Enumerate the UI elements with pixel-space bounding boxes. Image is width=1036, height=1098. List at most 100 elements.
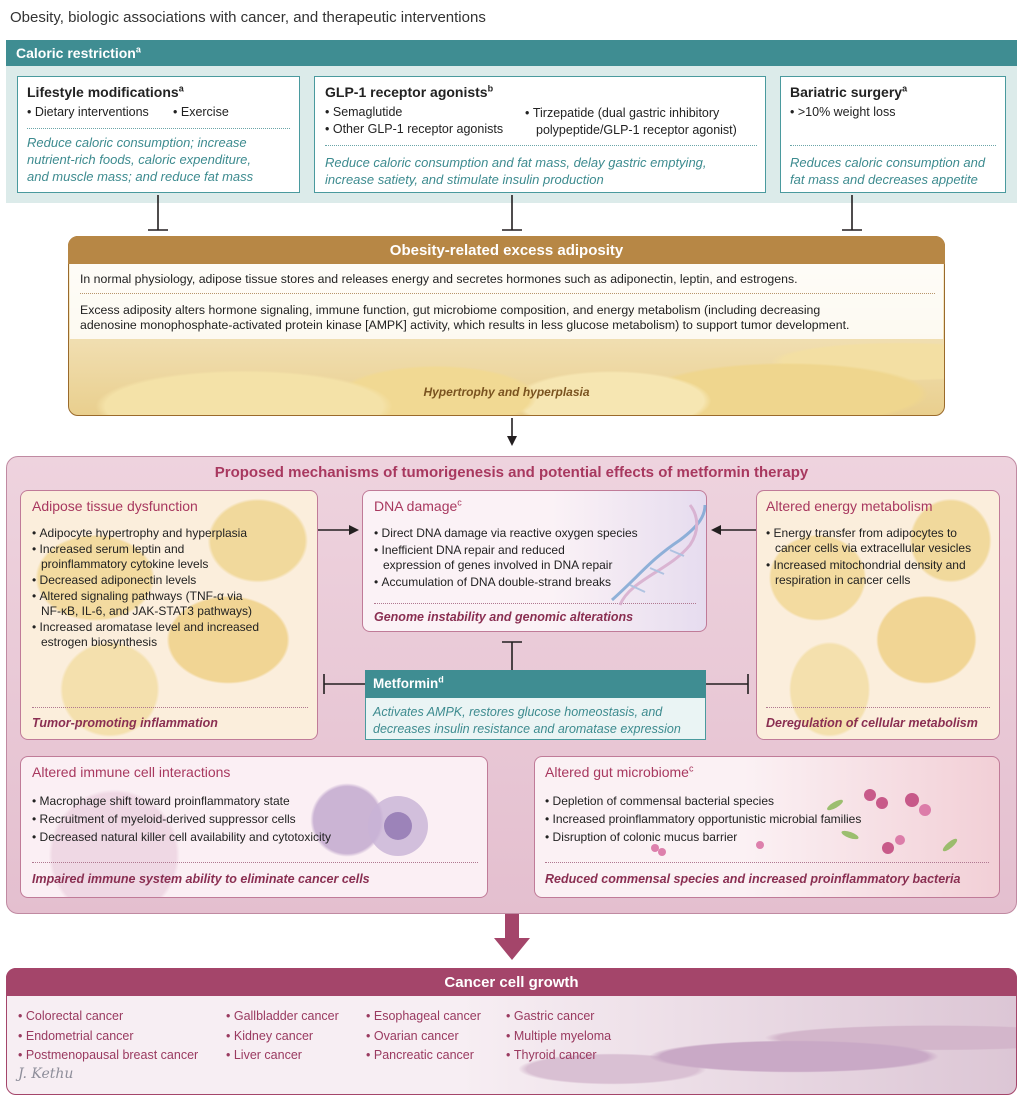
cancer-list-col-4: Gastric cancer Multiple myeloma Thyroid … <box>506 1007 611 1066</box>
list-item-cont: estrogen biosynthesis <box>41 635 158 649</box>
list-item: Kidney cancer <box>226 1027 339 1047</box>
adiposity-header <box>68 236 945 264</box>
list-item-cont: NF-κB, IL-6, and JAK-STAT3 pathways) <box>41 604 252 618</box>
list-item-cont: expression of genes involved in DNA repa… <box>383 558 613 572</box>
metformin-title: Metformind <box>373 674 444 691</box>
list-item: Colorectal cancer <box>18 1007 198 1027</box>
cancer-list-col-1: Colorectal cancer Endometrial cancer Pos… <box>18 1007 198 1066</box>
gut-microbiome-caption: Reduced commensal species and increased … <box>545 872 961 886</box>
divider <box>374 603 696 604</box>
inhibit-glp1 <box>502 195 522 231</box>
figure-title: Obesity, biologic associations with canc… <box>10 9 486 26</box>
list-item: Decreased adiponectin levels <box>32 573 314 588</box>
list-item: Increased serum leptin and <box>32 542 314 557</box>
glp1-item: Semaglutide <box>325 105 403 119</box>
cancer-growth-header <box>6 968 1017 996</box>
list-item: Inefficient DNA repair and reduced <box>374 543 694 558</box>
list-item: Thyroid cancer <box>506 1046 611 1066</box>
inhibit-energy-by-metformin <box>706 674 749 694</box>
energy-metabolism-list: Energy transfer from adipocytes to cance… <box>766 526 998 588</box>
metformin-box <box>365 698 706 740</box>
energy-metabolism-caption: Deregulation of cellular metabolism <box>766 716 978 730</box>
lifestyle-item: Dietary interventions <box>27 105 149 119</box>
inhibit-dna-by-metformin <box>502 641 522 670</box>
cancer-list-col-3: Esophageal cancer Ovarian cancer Pancrea… <box>366 1007 481 1066</box>
list-item: Gastric cancer <box>506 1007 611 1027</box>
list-item-cont: proinflammatory cytokine levels <box>41 557 209 571</box>
list-item: Accumulation of DNA double-strand breaks <box>374 575 694 590</box>
divider <box>32 707 308 708</box>
adiposity-text: In normal physiology, adipose tissue sto… <box>80 272 798 286</box>
adiposity-text-area <box>70 264 943 339</box>
lifestyle-title: Lifestyle modificationsa <box>27 83 184 100</box>
dna-damage-list: Direct DNA damage via reactive oxygen sp… <box>374 526 694 590</box>
list-item-cont: cancer cells via extracellular vesicles <box>775 541 972 555</box>
gut-microbiome-title: Altered gut microbiomec <box>545 763 694 780</box>
immune-caption: Impaired immune system ability to elimin… <box>32 872 370 886</box>
inhibit-bariatric <box>842 195 862 231</box>
glp1-description: Reduce caloric consumption and fat mass,… <box>325 155 707 187</box>
divider <box>766 707 990 708</box>
metformin-description: Activates AMPK, restores glucose homeost… <box>373 705 681 736</box>
divider <box>80 293 935 294</box>
list-item: Depletion of commensal bacterial species <box>545 792 861 810</box>
bariatric-surgery-box <box>780 76 1006 193</box>
list-item: Pancreatic cancer <box>366 1046 481 1066</box>
adipose-dysfunction-title: Adipose tissue dysfunction <box>32 498 198 514</box>
immune-title: Altered immune cell interactions <box>32 764 231 780</box>
glp1-title: GLP-1 receptor agonistsb <box>325 83 494 100</box>
dna-helix-illustration <box>611 504 707 606</box>
immune-list: Macrophage shift toward proinflammatory … <box>32 792 331 846</box>
list-item: Altered signaling pathways (TNF-α via <box>32 589 314 604</box>
arrow-to-cancer-growth <box>494 914 530 960</box>
mechanisms-title: Proposed mechanisms of tumorigenesis and… <box>214 464 809 481</box>
list-item: Macrophage shift toward proinflammatory … <box>32 792 331 810</box>
cancer-list-col-2: Gallbladder cancer Kidney cancer Liver c… <box>226 1007 339 1066</box>
list-item: Recruitment of myeloid-derived suppresso… <box>32 810 331 828</box>
list-item: Endometrial cancer <box>18 1027 198 1047</box>
bariatric-description: Reduces caloric consumption and fat mass… <box>790 155 986 187</box>
bariatric-item: >10% weight loss <box>790 105 896 119</box>
list-item: Ovarian cancer <box>366 1027 481 1047</box>
adiposity-text: adenosine monophosphate-activated protei… <box>80 318 850 332</box>
divider <box>545 862 989 863</box>
lifestyle-modifications-box <box>17 76 300 193</box>
inhibit-lifestyle <box>148 195 168 231</box>
list-item: Energy transfer from adipocytes to <box>766 526 998 541</box>
inhibit-adipose-by-metformin <box>323 674 365 694</box>
list-item: Decreased natural killer cell availabili… <box>32 828 331 846</box>
artist-signature: J. Kethu <box>18 1066 74 1082</box>
list-item: Increased aromatase level and increased <box>32 620 314 635</box>
caloric-restriction-title: Caloric restrictiona <box>16 44 141 61</box>
list-item: Postmenopausal breast cancer <box>18 1046 198 1066</box>
adipose-dysfunction-caption: Tumor-promoting inflammation <box>32 716 218 730</box>
list-item: Increased mitochondrial density and <box>766 558 998 573</box>
adiposity-text: Excess adiposity alters hormone signalin… <box>80 303 821 317</box>
bariatric-title: Bariatric surgerya <box>790 83 908 100</box>
adipose-dysfunction-list: Adipocyte hypertrophy and hyperplasia In… <box>32 526 314 650</box>
immune-cell-illustration <box>368 796 428 856</box>
divider <box>32 862 478 863</box>
energy-metabolism-title: Altered energy metabolism <box>766 498 933 514</box>
cancer-growth-title: Cancer cell growth <box>444 974 579 991</box>
glp1-item: Other GLP-1 receptor agonists <box>325 122 503 136</box>
adiposity-caption: Hypertrophy and hyperplasia <box>423 385 590 399</box>
list-item: Direct DNA damage via reactive oxygen sp… <box>374 526 694 541</box>
dna-damage-caption: Genome instability and genomic alteratio… <box>374 610 634 624</box>
divider <box>325 145 757 146</box>
list-item: Multiple myeloma <box>506 1027 611 1047</box>
dna-damage-box <box>362 490 707 632</box>
list-item: Disruption of colonic mucus barrier <box>545 828 861 846</box>
list-item: Increased proinflammatory opportunistic … <box>545 810 862 828</box>
list-item: Adipocyte hypertrophy and hyperplasia <box>32 526 314 541</box>
divider <box>27 128 290 129</box>
caloric-restriction-header <box>6 40 1017 66</box>
bacteria-illustration <box>651 789 958 856</box>
divider <box>790 145 996 146</box>
gut-microbiome-list: Depletion of commensal bacterial species… <box>545 792 862 846</box>
adiposity-title: Obesity-related excess adiposity <box>389 242 624 259</box>
metformin-header <box>365 670 706 698</box>
glp1-item-tirzepatide: Tirzepatide (dual gastric inhibitory pol… <box>525 105 737 139</box>
dna-damage-title: DNA damagec <box>374 497 462 514</box>
